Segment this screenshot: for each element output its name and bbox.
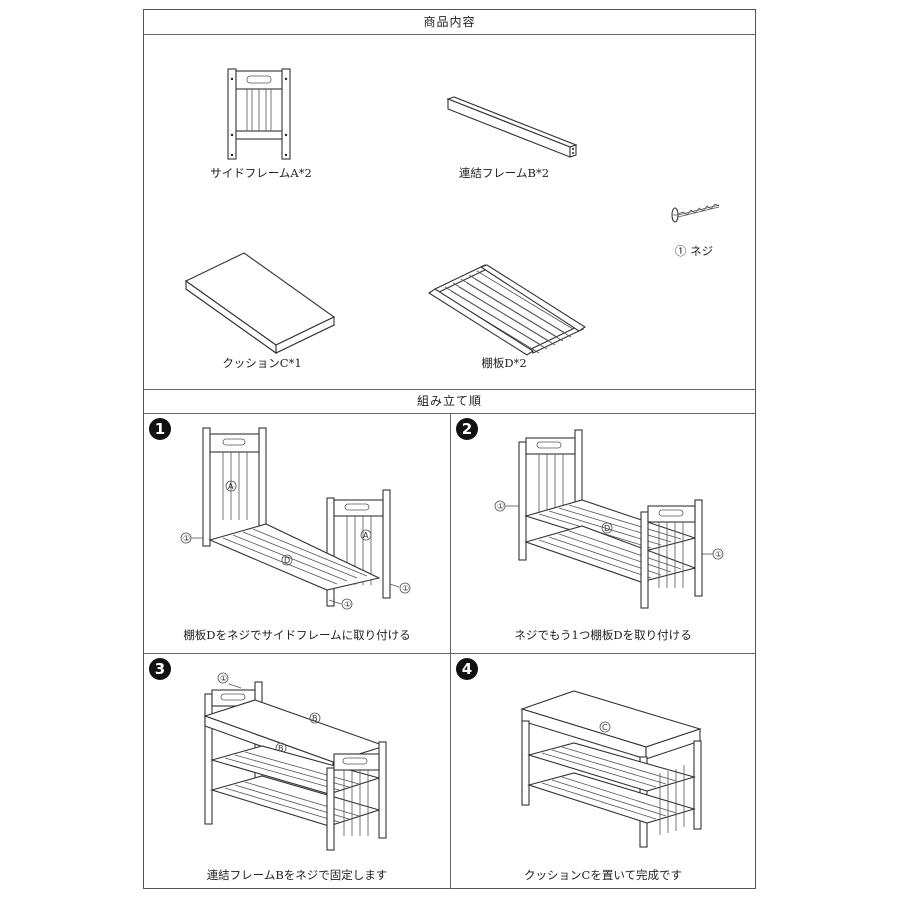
step-3-illustration: B B ①	[189, 660, 429, 859]
shelf-illustration	[427, 264, 589, 364]
screw-label: ①	[402, 584, 409, 593]
step-4-badge: 4	[456, 658, 478, 680]
step-4-caption: クッションCを置いて完成です	[524, 868, 682, 882]
label-b: B	[278, 744, 284, 753]
screw-label: ①	[183, 534, 190, 543]
step-2-illustration: D ① ①	[489, 420, 729, 614]
screw-caption: ① ネジ	[674, 244, 714, 258]
step-3-badge: 3	[149, 658, 171, 680]
label-b: B	[312, 714, 318, 723]
label-d: D	[604, 524, 610, 533]
divider	[144, 34, 755, 35]
connect-frame-illustration	[444, 95, 584, 169]
step-1-badge: 1	[149, 418, 171, 440]
cushion-illustration	[182, 252, 342, 359]
step-3-caption: 連結フレームBをネジで固定します	[206, 868, 388, 882]
screw-label: ①	[497, 502, 504, 511]
step-2-badge: 2	[456, 418, 478, 440]
divider	[144, 413, 755, 414]
steps-title: 組み立て順	[416, 394, 482, 408]
divider	[144, 653, 755, 654]
screw-label: ①	[715, 550, 722, 559]
assembly-sheet: 商品内容 サイドフレームA*2 連結フレームB*2	[143, 9, 756, 889]
step-2-caption: ネジでもう1つ棚板Dを取り付ける	[514, 628, 692, 642]
step-1-illustration: A A D ① ① ①	[179, 420, 419, 614]
step-1-caption: 棚板Dをネジでサイドフレームに取り付ける	[183, 628, 411, 642]
label-d: D	[284, 556, 290, 565]
screw-label: ①	[220, 674, 227, 683]
screw-label: ①	[344, 600, 351, 609]
label-a: A	[228, 482, 234, 491]
divider	[450, 413, 451, 889]
label-c: C	[602, 723, 608, 732]
side-frame-illustration	[224, 65, 294, 169]
screw-illustration	[669, 195, 729, 229]
step-4-illustration: C	[514, 685, 714, 859]
side-frame-caption: サイドフレームA*2	[210, 166, 312, 180]
shelf-caption: 棚板D*2	[481, 356, 527, 370]
cushion-caption: クッションC*1	[222, 356, 302, 370]
contents-title: 商品内容	[423, 15, 476, 29]
connect-frame-caption: 連結フレームB*2	[458, 166, 550, 180]
label-a: A	[363, 531, 369, 540]
divider	[144, 389, 755, 390]
